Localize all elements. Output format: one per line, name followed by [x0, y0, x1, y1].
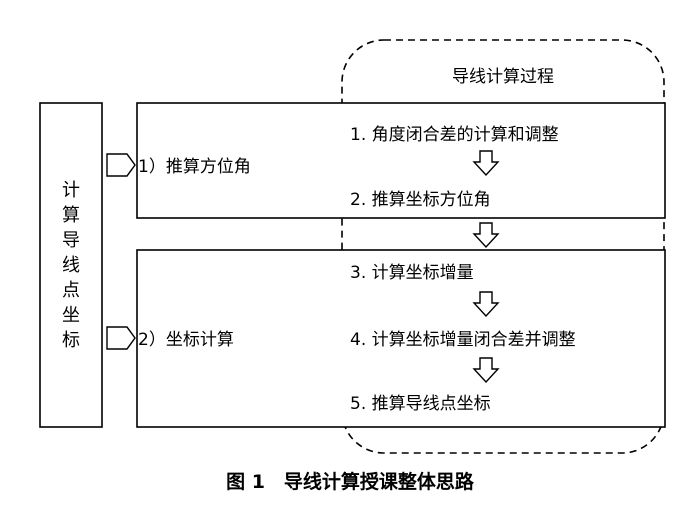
figure-caption: 图 1 导线计算授课整体思路	[226, 470, 475, 493]
step-1: 1. 角度闭合差的计算和调整	[350, 125, 559, 145]
side-box	[39, 102, 103, 428]
side-label-char: 计	[62, 180, 80, 201]
side-label-char: 导	[62, 230, 80, 251]
section-arrow-icon	[473, 222, 499, 248]
side-label-char: 坐	[62, 305, 80, 326]
side-label-char: 标	[62, 330, 80, 351]
section1-box	[136, 102, 666, 219]
side-label-char: 算	[62, 205, 80, 226]
section1-pointer-icon	[106, 153, 136, 177]
step-3: 3. 计算坐标增量	[350, 263, 474, 283]
process-title: 导线计算过程	[452, 67, 554, 87]
side-label-char: 线	[62, 255, 80, 276]
section2-label: 2）坐标计算	[138, 330, 234, 350]
section2-pointer-icon	[106, 326, 136, 350]
step-2: 2. 推算坐标方位角	[350, 190, 491, 210]
step-5: 5. 推算导线点坐标	[350, 394, 491, 414]
section2-box	[136, 249, 666, 428]
step-4: 4. 计算坐标增量闭合差并调整	[350, 330, 576, 350]
process-boundary	[341, 39, 665, 454]
side-label-char: 点	[62, 280, 80, 301]
side-label: 计算导线点坐标	[62, 180, 80, 351]
section1-label: 1）推算方位角	[138, 157, 251, 177]
